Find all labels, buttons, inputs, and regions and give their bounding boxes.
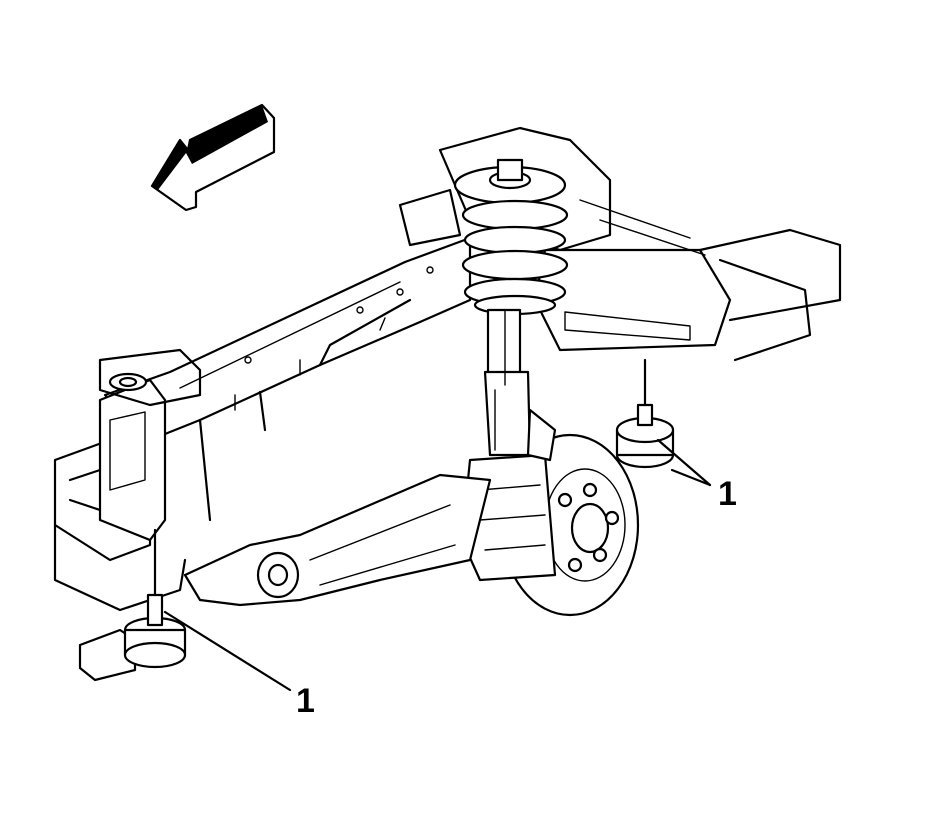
coil-spring-strut (453, 158, 569, 457)
mount-bushing-left (78, 528, 187, 682)
frame-rail (103, 236, 472, 522)
front-direction-arrow-icon (150, 103, 276, 212)
front-crossmember (53, 348, 202, 612)
callout-1-lower: 1 (296, 682, 315, 720)
leader-lines (163, 438, 712, 692)
mount-bushing-right (615, 358, 675, 469)
brake-rotor-knuckle (460, 408, 640, 617)
callout-1-right: 1 (718, 475, 737, 513)
lower-control-arm (183, 473, 492, 607)
